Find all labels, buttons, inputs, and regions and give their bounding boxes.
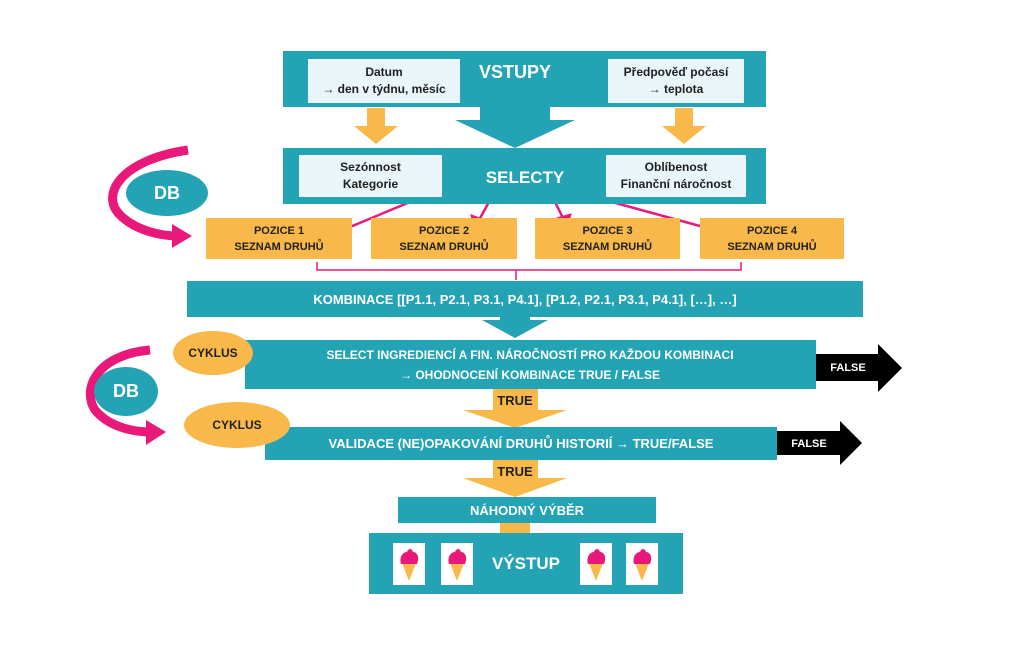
combinations-bar: KOMBINACE [[P1.1, P2.1, P3.1, P4.1], [P1… — [187, 281, 863, 317]
position-3-title: POZICE 3 — [582, 224, 633, 237]
inputs-weather-box: Předpověď počasí → teplota — [608, 59, 744, 103]
orange-down-arrow-right — [662, 108, 706, 144]
inputs-title: VSTUPY — [478, 61, 552, 82]
random-pick-bar: NÁHODNÝ VÝBĚR — [398, 497, 656, 523]
cycle1-line1: SELECT INGREDIENCÍ A FIN. NÁROČNOSTÍ PRO… — [326, 348, 734, 362]
true-arrow-2 — [463, 460, 567, 497]
teal-down-arrow-main — [455, 100, 575, 148]
position-4: POZICE 4 SEZNAM DRUHŮ — [700, 218, 844, 259]
cycle1-false-label: FALSE — [830, 362, 866, 374]
position-2-subtitle: SEZNAM DRUHŮ — [399, 240, 489, 253]
ice-cream-icon — [448, 549, 467, 581]
teal-down-arrow-kombinace — [482, 316, 548, 338]
db-top-curve-arrow — [108, 145, 189, 241]
position-3: POZICE 3 SEZNAM DRUHŮ — [535, 218, 680, 259]
output-item-3 — [580, 543, 612, 585]
db-bottom-curve-arrow — [85, 345, 153, 437]
cycle1-block — [245, 340, 816, 389]
db-bottom: DB — [94, 367, 158, 416]
selects-season-line1: Sezónnost — [340, 160, 401, 174]
cycle2-block: VALIDACE (NE)OPAKOVÁNÍ DRUHŮ HISTORIÍ → … — [265, 427, 777, 460]
cycle2-badge: CYKLUS — [184, 402, 290, 448]
position-2-title: POZICE 2 — [418, 224, 470, 237]
inputs-weather-line1: Předpověď počasí — [623, 65, 729, 79]
selects-popularity-line1: Oblíbenost — [644, 160, 708, 174]
inputs-date-line2: → den v týdnu, měsíc — [322, 82, 446, 96]
cycle1-badge: CYKLUS — [173, 331, 253, 375]
position-3-subtitle: SEZNAM DRUHŮ — [562, 240, 653, 253]
position-1-title: POZICE 1 — [253, 224, 305, 237]
position-1-subtitle: SEZNAM DRUHŮ — [234, 240, 324, 253]
db-top-arrow-head — [172, 224, 192, 248]
output-item-4 — [626, 543, 658, 585]
cycle2-true-label: TRUE — [497, 463, 533, 479]
selects-popularity-line2: Finanční náročnost — [620, 177, 732, 191]
selects-popularity-box: Oblíbenost Finanční náročnost — [606, 155, 746, 197]
positions-join-bracket — [316, 262, 742, 271]
false-arrow-1 — [816, 344, 902, 392]
db-top: DB — [126, 170, 208, 216]
db-bottom-arrow-head — [146, 420, 166, 445]
false-arrow-2 — [777, 421, 862, 465]
selects-season-box: Sezónnost Kategorie — [299, 155, 442, 197]
cycle1-text: SELECT INGREDIENCÍ A FIN. NÁROČNOSTÍ PRO… — [260, 345, 800, 385]
inputs-date-line1: Datum — [365, 65, 403, 79]
output-title: VÝSTUP — [491, 554, 561, 573]
cycle1-line2: → OHODNOCENÍ KOMBINACE TRUE / FALSE — [399, 368, 660, 382]
ice-cream-icon — [587, 549, 606, 581]
position-4-subtitle: SEZNAM DRUHŮ — [727, 240, 817, 253]
ice-cream-icon — [633, 549, 652, 581]
orange-down-arrow-left — [354, 108, 398, 144]
inputs-date-box: Datum → den v týdnu, měsíc — [308, 59, 460, 103]
true-arrow-1 — [463, 389, 567, 428]
selects-season-line2: Kategorie — [342, 177, 399, 191]
position-2: POZICE 2 SEZNAM DRUHŮ — [371, 218, 517, 259]
position-4-title: POZICE 4 — [746, 224, 798, 237]
cycle2-false-label: FALSE — [791, 438, 827, 450]
ice-cream-icon — [400, 549, 419, 581]
output-item-1 — [393, 543, 425, 585]
cycle1-true-label: TRUE — [497, 392, 533, 408]
inputs-weather-line2: → teplota — [648, 82, 704, 96]
output-item-2 — [441, 543, 473, 585]
position-1: POZICE 1 SEZNAM DRUHŮ — [206, 218, 352, 259]
selects-title: SELECTY — [485, 168, 565, 187]
